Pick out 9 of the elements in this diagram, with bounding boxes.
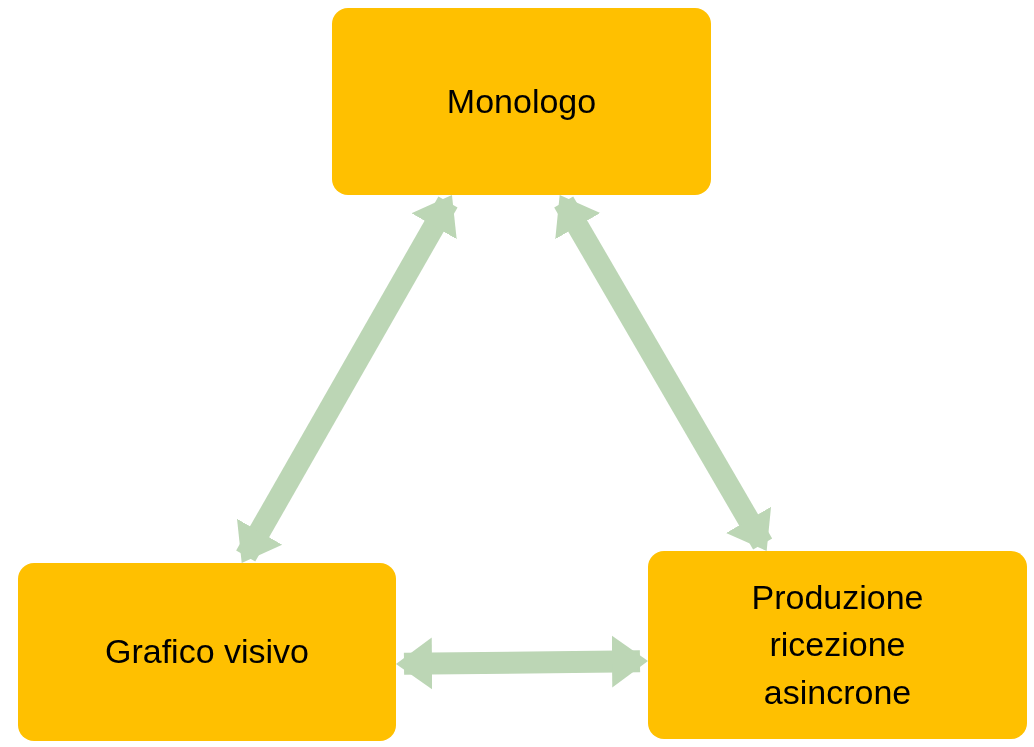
process-box <box>648 551 1027 739</box>
box-label: Produzione ricezione asincrone <box>750 576 925 713</box>
double-arrow <box>554 195 773 551</box>
box-label: Grafico visivo <box>104 631 310 673</box>
double-arrow <box>236 195 458 563</box>
box-label: Monologo <box>446 80 597 122</box>
process-box <box>18 563 396 741</box>
process-box <box>332 8 711 195</box>
double-arrow <box>396 635 648 690</box>
